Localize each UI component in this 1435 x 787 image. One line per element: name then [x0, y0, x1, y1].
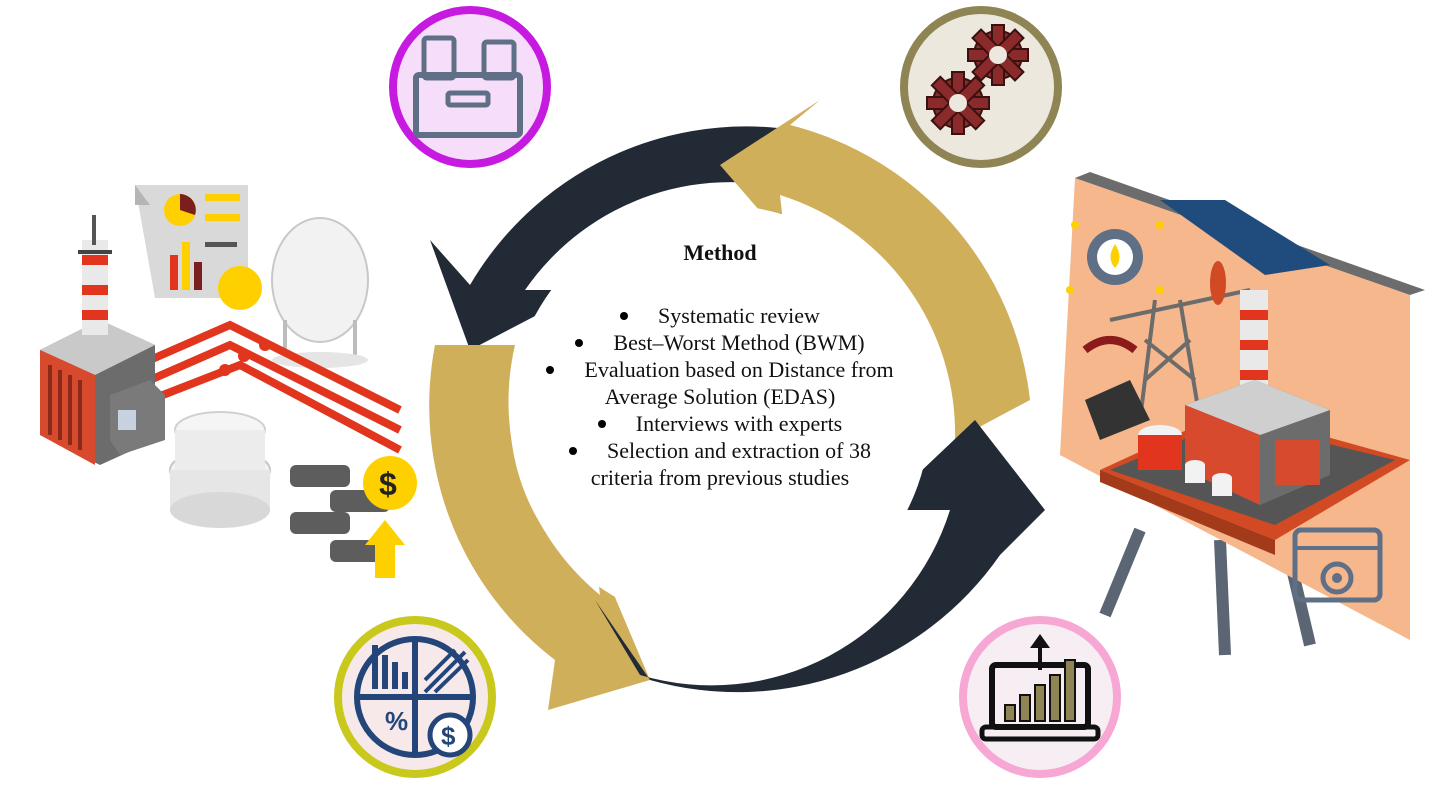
bullet-icon — [597, 419, 606, 428]
bullet-icon — [575, 338, 584, 347]
cycle-arrows — [429, 100, 1045, 710]
svg-text:%: % — [385, 706, 408, 736]
method-text-block: Method Systematic review Best–Worst Meth… — [520, 240, 920, 491]
dark-arrow-bottom — [595, 420, 1045, 693]
svg-text:$: $ — [379, 466, 397, 502]
oil-rig-board-illustration — [1060, 172, 1425, 656]
method-list: Systematic review Best–Worst Method (BWM… — [520, 302, 920, 491]
gold-arrow-top — [720, 100, 1030, 440]
bullet-icon — [620, 311, 629, 320]
method-title: Method — [683, 240, 757, 265]
method-item: Best–Worst Method (BWM) — [520, 329, 920, 356]
method-item: Interviews with experts — [520, 410, 920, 437]
storage-box-icon — [389, 6, 551, 168]
dark-arrow-top — [430, 126, 820, 350]
financial-chart-icon: % $ — [334, 616, 496, 778]
gears-icon — [900, 6, 1062, 168]
svg-text:$: $ — [441, 721, 456, 751]
laptop-growth-icon — [959, 616, 1121, 778]
method-item: Selection and extraction of 38 criteria … — [520, 437, 920, 491]
bullet-icon — [569, 446, 578, 455]
method-item: Evaluation based on Distance from Averag… — [520, 356, 920, 410]
refinery-illustration: $ — [40, 185, 417, 578]
gold-arrow-bottom — [429, 345, 650, 710]
bullet-icon — [546, 365, 555, 374]
method-item: Systematic review — [520, 302, 920, 329]
